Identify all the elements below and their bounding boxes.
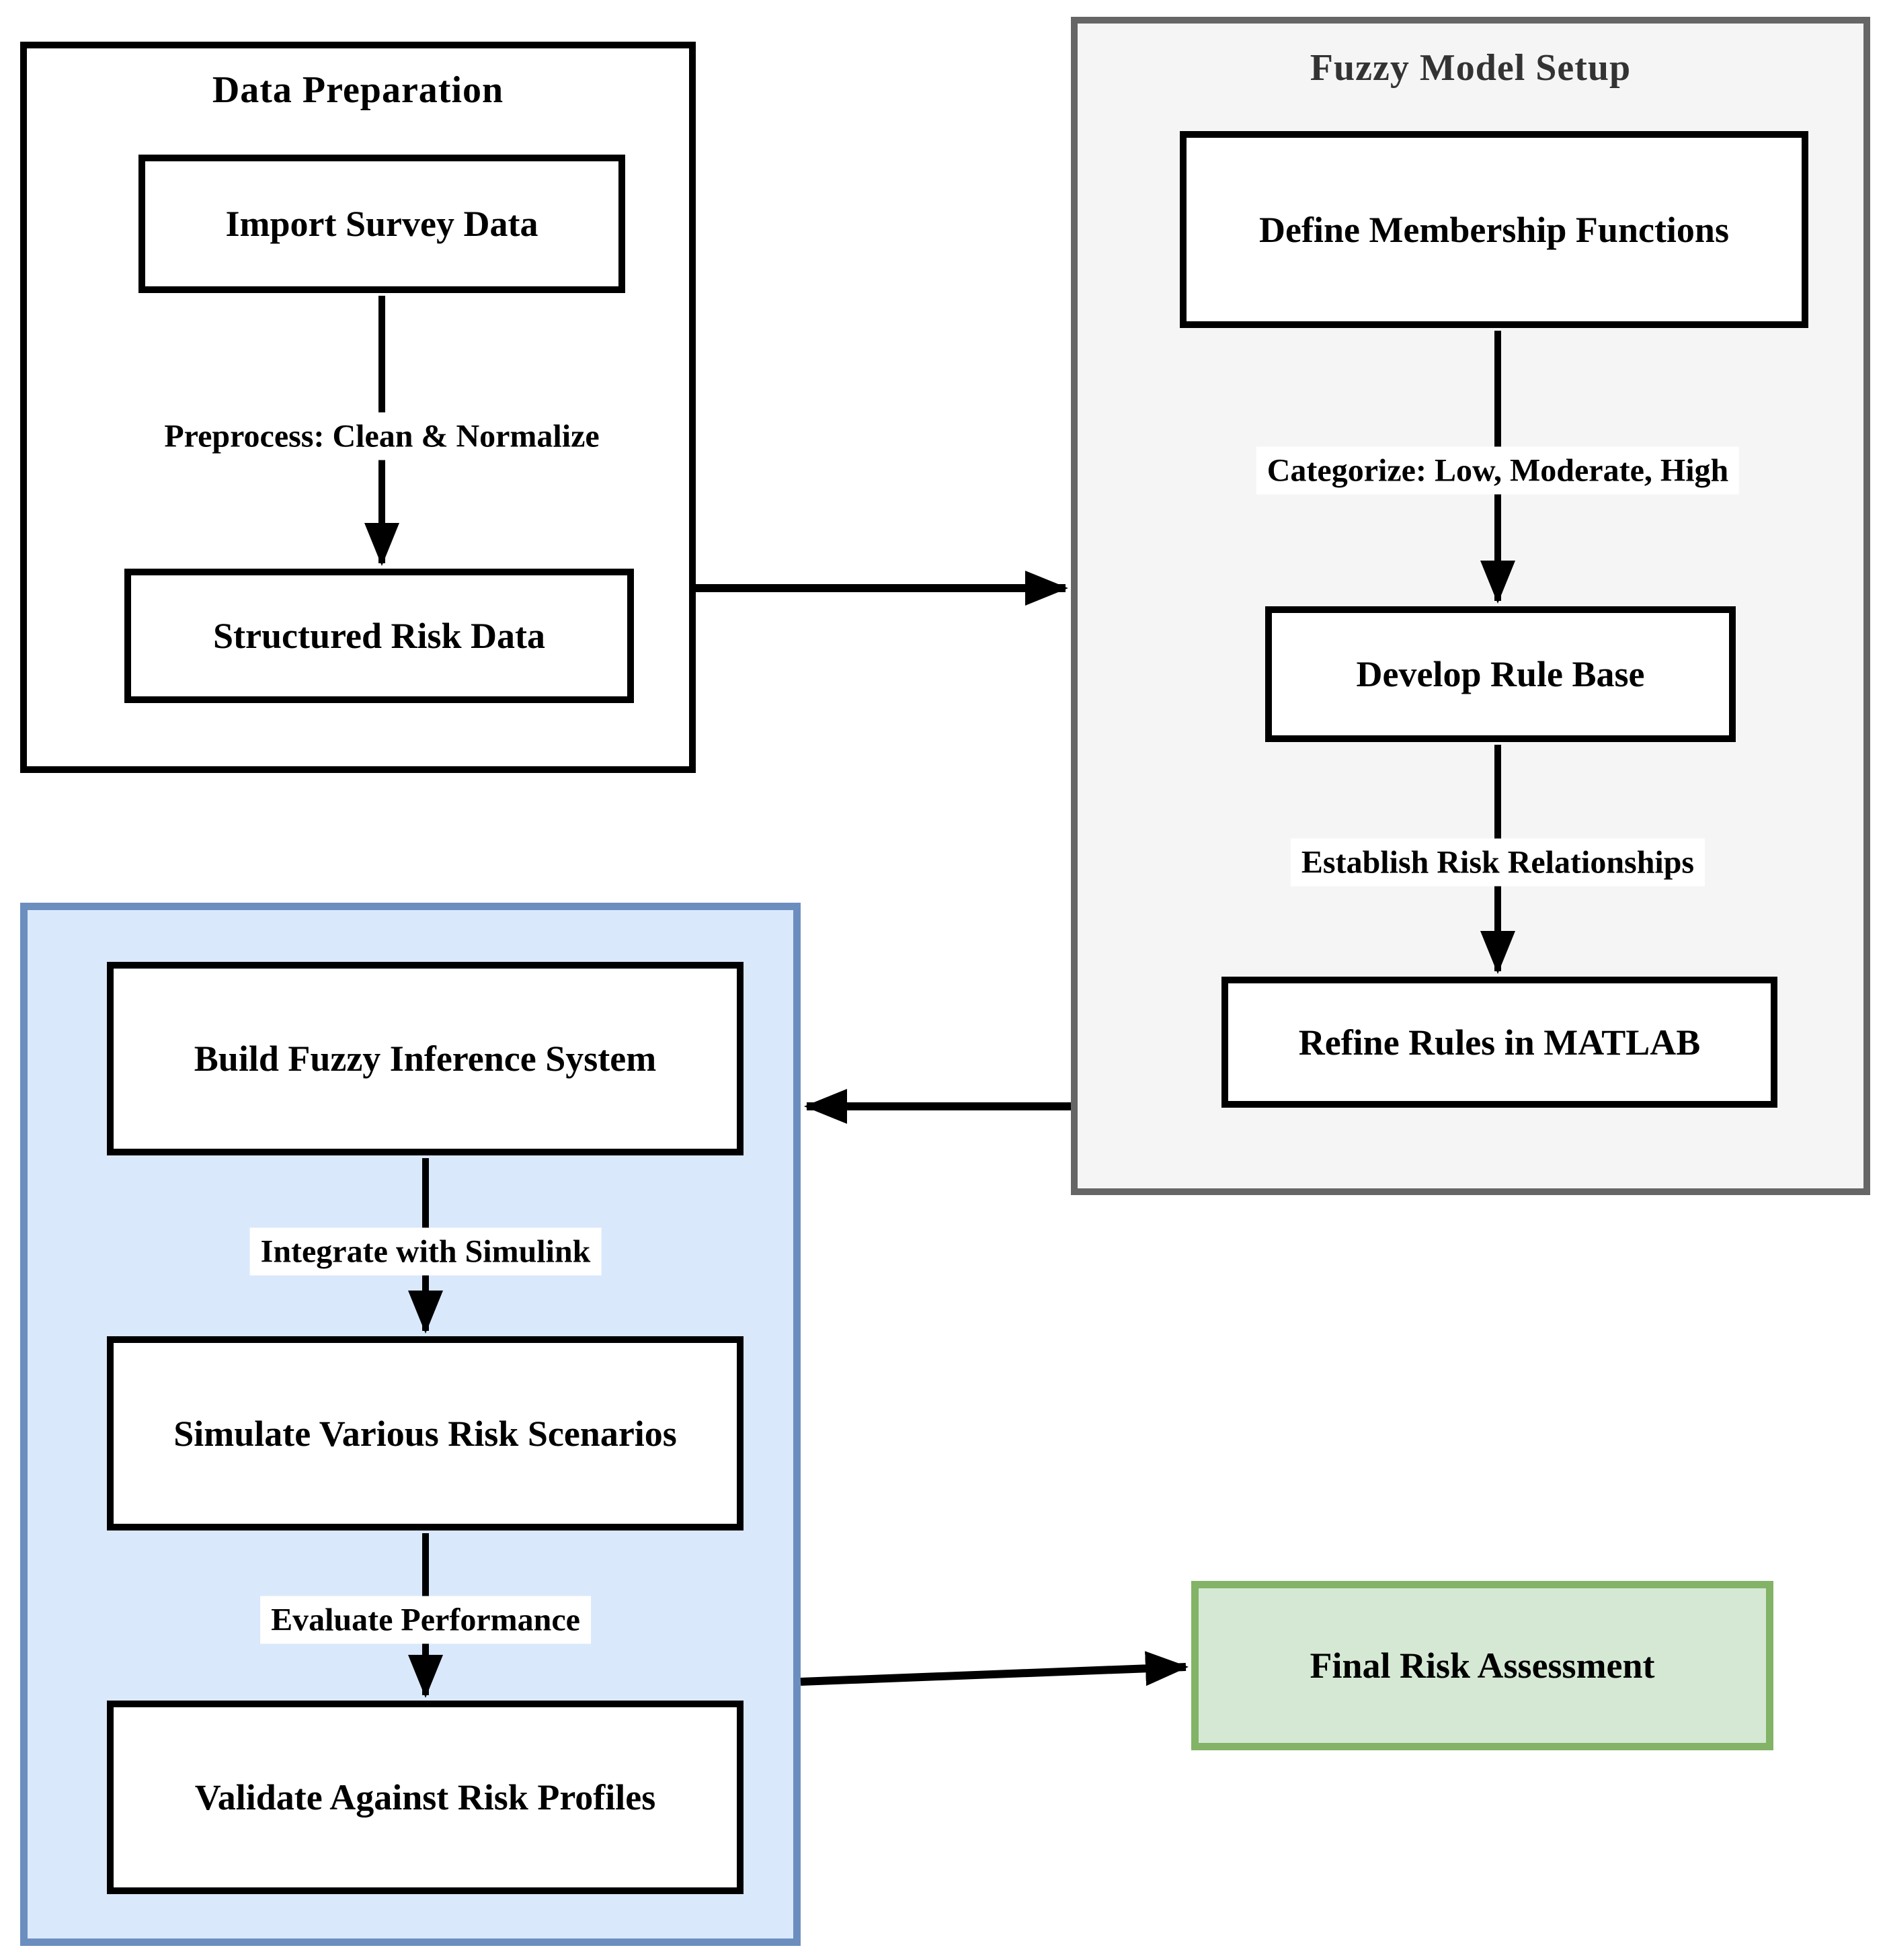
node-label: Develop Rule Base	[1356, 654, 1645, 694]
edge-label-preprocess: Preprocess: Clean & Normalize	[153, 412, 610, 460]
node-label: Simulate Various Risk Scenarios	[173, 1413, 677, 1454]
node-simulate-risk-scenarios: Simulate Various Risk Scenarios	[107, 1336, 744, 1530]
arrow-simulation-to-final	[800, 1651, 1189, 1686]
edge-label-categorize: Categorize: Low, Moderate, High	[1256, 446, 1740, 495]
node-develop-rule-base: Develop Rule Base	[1265, 606, 1736, 742]
group-title-data-preparation: Data Preparation	[212, 69, 504, 111]
node-import-survey-data: Import Survey Data	[138, 155, 625, 293]
node-final-risk-assessment: Final Risk Assessment	[1191, 1581, 1773, 1750]
node-refine-rules-matlab: Refine Rules in MATLAB	[1221, 977, 1777, 1108]
node-define-membership-functions: Define Membership Functions	[1180, 131, 1808, 328]
edge-label-integrate: Integrate with Simulink	[249, 1227, 602, 1276]
group-title-fuzzy-model-setup: Fuzzy Model Setup	[1310, 47, 1632, 89]
node-label: Build Fuzzy Inference System	[194, 1038, 657, 1079]
node-build-fuzzy-inference-system: Build Fuzzy Inference System	[107, 962, 744, 1155]
node-label: Define Membership Functions	[1259, 209, 1729, 250]
edge-label-evaluate: Evaluate Performance	[260, 1596, 591, 1644]
node-label: Refine Rules in MATLAB	[1298, 1022, 1701, 1063]
node-validate-risk-profiles: Validate Against Risk Profiles	[107, 1701, 744, 1894]
node-structured-risk-data: Structured Risk Data	[124, 569, 634, 703]
edge-label-establish: Establish Risk Relationships	[1290, 838, 1705, 887]
node-label: Structured Risk Data	[212, 616, 545, 656]
node-label: Final Risk Assessment	[1310, 1645, 1655, 1686]
node-label: Validate Against Risk Profiles	[194, 1777, 656, 1818]
node-label: Import Survey Data	[225, 204, 538, 244]
